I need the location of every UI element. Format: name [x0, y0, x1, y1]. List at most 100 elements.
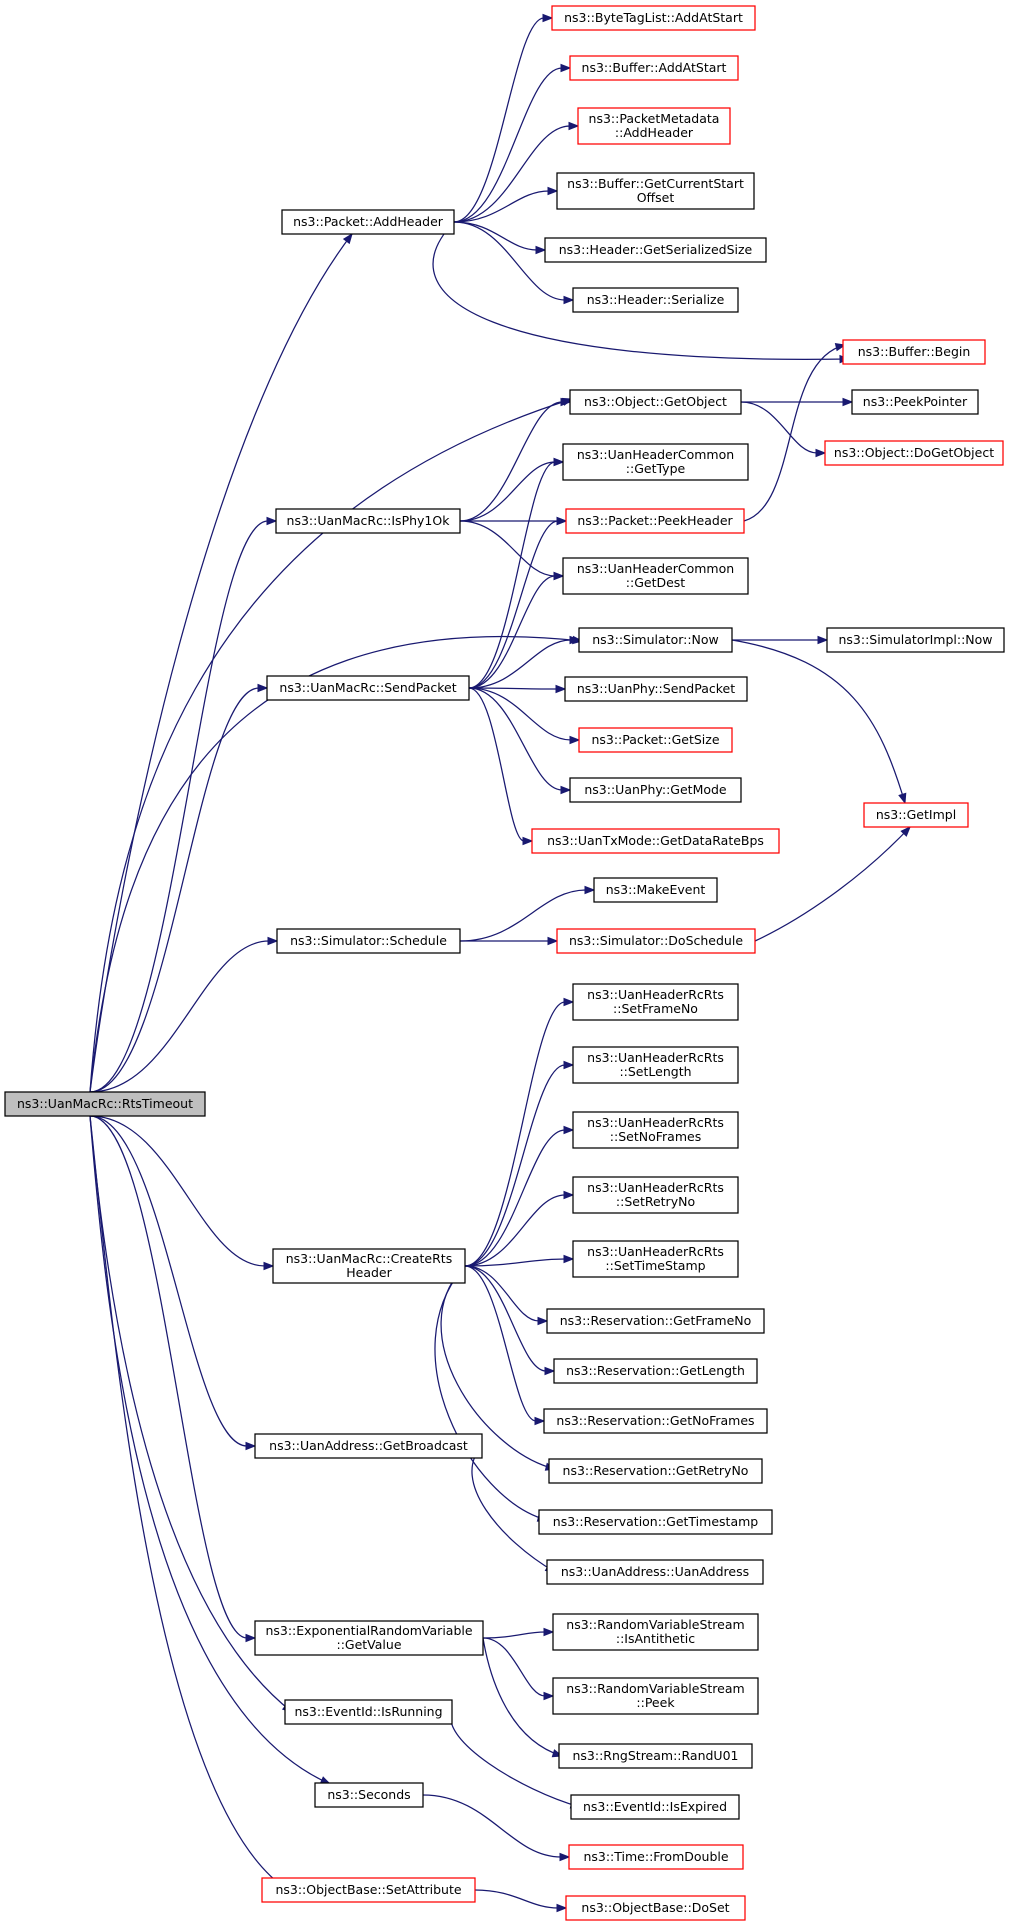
- edge-line: [482, 1631, 546, 1639]
- node-rtstimeout[interactable]: ns3::UanMacRc::RtsTimeout: [4, 1091, 206, 1117]
- node-bufferaddatstart[interactable]: ns3::Buffer::AddAtStart: [569, 55, 739, 81]
- node-setretryno[interactable]: ns3::UanHeaderRcRts::SetRetryNo: [572, 1176, 739, 1214]
- node-settimestamp[interactable]: ns3::UanHeaderRcRts::SetTimeStamp: [572, 1240, 739, 1278]
- node-makeevent[interactable]: ns3::MakeEvent: [593, 877, 718, 903]
- node-pktmetaaddheader[interactable]: ns3::PacketMetadata::AddHeader: [577, 107, 731, 145]
- node-box: [578, 727, 733, 753]
- node-box: [556, 928, 756, 954]
- node-label: ns3::RandomVariableStream: [566, 1617, 744, 1632]
- edge-doschedule-to-getimpl: [754, 825, 911, 942]
- node-label: ::GetType: [626, 461, 686, 476]
- edge-sendpacket-to-getmode: [468, 687, 572, 795]
- node-fromdouble[interactable]: ns3::Time::FromDouble: [568, 1844, 744, 1870]
- arrowhead: [842, 397, 854, 407]
- node-getdest[interactable]: ns3::UanHeaderCommon::GetDest: [562, 557, 749, 595]
- edge-setattribute-to-doset: [474, 1889, 568, 1913]
- node-getobject[interactable]: ns3::Object::GetObject: [569, 389, 742, 415]
- node-resgetframeno[interactable]: ns3::Reservation::GetFrameNo: [546, 1308, 765, 1334]
- node-physendpacket[interactable]: ns3::UanPhy::SendPacket: [564, 676, 748, 702]
- edge-expgetvalue-to-rvspeek: [482, 1637, 555, 1701]
- node-isphy1ok[interactable]: ns3::UanMacRc::IsPhy1Ok: [275, 508, 461, 534]
- node-getdatarate[interactable]: ns3::UanTxMode::GetDataRateBps: [531, 828, 780, 854]
- edge-line: [459, 520, 556, 577]
- node-isantithetic[interactable]: ns3::RandomVariableStream::IsAntithetic: [552, 1613, 759, 1651]
- node-resgettimestamp[interactable]: ns3::Reservation::GetTimestamp: [538, 1509, 773, 1535]
- arrowhead: [569, 735, 581, 745]
- node-box: [565, 1895, 746, 1921]
- node-resgetnoframes[interactable]: ns3::Reservation::GetNoFrames: [543, 1408, 768, 1434]
- arrowhead: [560, 785, 572, 795]
- node-simnow[interactable]: ns3::Simulator::Now: [578, 627, 733, 653]
- edge-line: [464, 1265, 537, 1422]
- node-isrunning[interactable]: ns3::EventId::IsRunning: [284, 1699, 453, 1725]
- node-setattribute[interactable]: ns3::ObjectBase::SetAttribute: [261, 1877, 476, 1903]
- node-randu01[interactable]: ns3::RngStream::RandU01: [558, 1743, 753, 1769]
- node-seconds[interactable]: ns3::Seconds: [314, 1782, 424, 1808]
- edge-rtstimeout-to-isphy1ok: [89, 516, 278, 1093]
- arrowhead: [556, 1903, 568, 1913]
- node-label: ns3::ExponentialRandomVariable: [265, 1623, 472, 1638]
- node-simimplnow[interactable]: ns3::SimulatorImpl::Now: [826, 627, 1005, 653]
- node-box: [842, 339, 986, 365]
- arrowhead: [535, 245, 547, 255]
- node-box: [570, 1794, 740, 1820]
- node-addheader[interactable]: ns3::Packet::AddHeader: [281, 209, 455, 235]
- node-uanaddress[interactable]: ns3::UanAddress::UanAddress: [546, 1559, 764, 1585]
- node-getserializedsize[interactable]: ns3::Header::GetSerializedSize: [544, 237, 767, 263]
- edge-schedule-to-doschedule: [460, 936, 559, 946]
- node-bytetag[interactable]: ns3::ByteTagList::AddAtStart: [551, 5, 756, 31]
- node-box: [266, 675, 470, 701]
- node-getbroadcast[interactable]: ns3::UanAddress::GetBroadcast: [254, 1433, 483, 1459]
- node-box: [556, 172, 755, 210]
- node-doschedule[interactable]: ns3::Simulator::DoSchedule: [556, 928, 756, 954]
- edge-line: [89, 233, 353, 1093]
- node-sendpacket[interactable]: ns3::UanMacRc::SendPacket: [266, 675, 470, 701]
- node-doset[interactable]: ns3::ObjectBase::DoSet: [565, 1895, 746, 1921]
- node-label: ::GetDest: [626, 575, 686, 590]
- edge-addheader-to-bytetag: [453, 13, 554, 223]
- node-setframeno[interactable]: ns3::UanHeaderRcRts::SetFrameNo: [572, 983, 739, 1021]
- node-dogetobject[interactable]: ns3::Object::DoGetObject: [824, 440, 1004, 466]
- node-label: ns3::Reservation::GetFrameNo: [560, 1313, 752, 1328]
- node-setlength[interactable]: ns3::UanHeaderRcRts::SetLength: [572, 1046, 739, 1084]
- node-schedule[interactable]: ns3::Simulator::Schedule: [276, 928, 461, 954]
- node-resgetretryno[interactable]: ns3::Reservation::GetRetryNo: [548, 1458, 763, 1484]
- node-resgetlength[interactable]: ns3::Reservation::GetLength: [553, 1358, 758, 1384]
- node-box: [568, 1844, 744, 1870]
- edge-rtstimeout-to-sendpacket: [89, 683, 269, 1093]
- node-getsize[interactable]: ns3::Packet::GetSize: [578, 727, 733, 753]
- node-box: [572, 287, 739, 313]
- node-bufferbegin[interactable]: ns3::Buffer::Begin: [842, 339, 986, 365]
- node-serialize[interactable]: ns3::Header::Serialize: [572, 287, 739, 313]
- node-label: ::AddHeader: [615, 125, 694, 140]
- node-peekpointer[interactable]: ns3::PeekPointer: [851, 389, 979, 415]
- edge-rtstimeout-to-setattribute: [89, 1115, 290, 1891]
- edge-sendpacket-to-peekheader: [468, 516, 568, 689]
- node-label: ns3::UanHeaderCommon: [577, 561, 734, 576]
- node-gettype[interactable]: ns3::UanHeaderCommon::GetType: [562, 443, 749, 481]
- node-label: ::Peek: [636, 1695, 675, 1710]
- edge-sendpacket-to-gettype: [468, 457, 565, 689]
- node-label: ::SetFrameNo: [613, 1001, 698, 1016]
- node-box: [558, 1743, 753, 1769]
- edge-line: [482, 1637, 563, 1757]
- node-setnoframes[interactable]: ns3::UanHeaderRcRts::SetNoFrames: [572, 1111, 739, 1149]
- edge-line: [471, 1445, 556, 1573]
- node-box: [562, 443, 749, 481]
- arrowhead: [584, 885, 596, 895]
- node-peekheader[interactable]: ns3::Packet::PeekHeader: [565, 508, 745, 534]
- edge-line: [468, 687, 572, 741]
- node-getimpl[interactable]: ns3::GetImpl: [863, 802, 969, 828]
- node-box: [851, 389, 979, 415]
- edge-line: [459, 401, 563, 522]
- node-box: [546, 1559, 764, 1585]
- node-rvspeek[interactable]: ns3::RandomVariableStream::Peek: [552, 1677, 759, 1715]
- node-getmode[interactable]: ns3::UanPhy::GetMode: [569, 777, 742, 803]
- edge-line: [464, 1001, 566, 1267]
- edge-line: [432, 221, 850, 361]
- node-expgetvalue[interactable]: ns3::ExponentialRandomVariable::GetValue: [254, 1620, 484, 1656]
- node-isexpired[interactable]: ns3::EventId::IsExpired: [570, 1794, 740, 1820]
